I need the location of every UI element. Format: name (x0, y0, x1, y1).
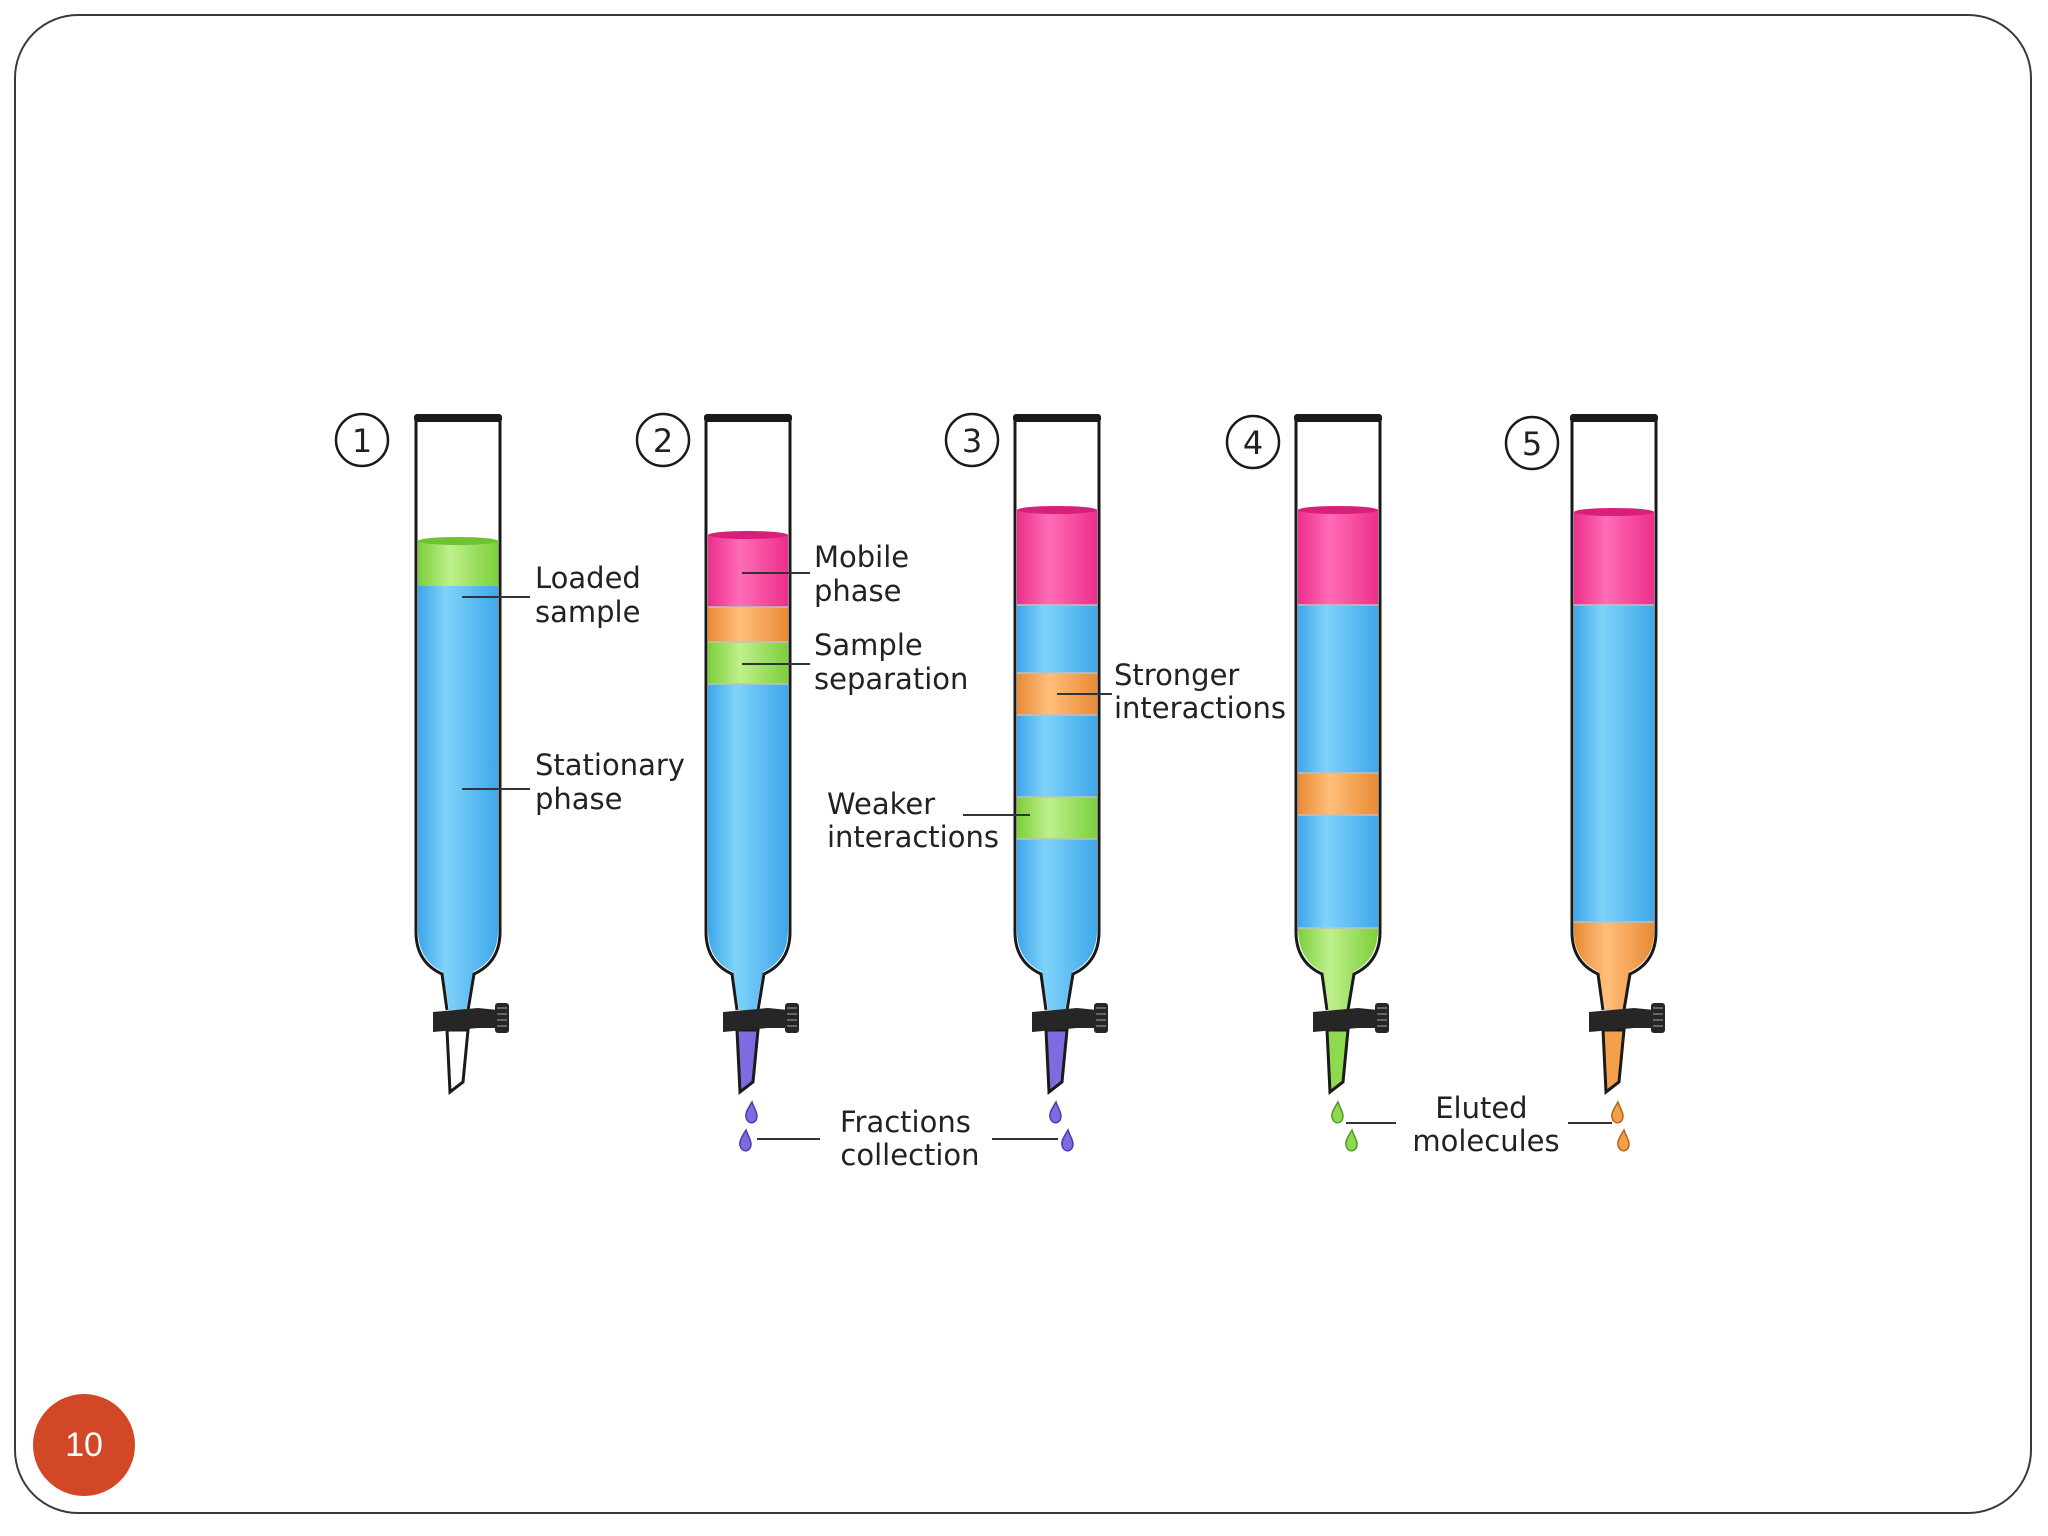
outlet-tip (1325, 1028, 1350, 1095)
mobile-phase-band (1574, 512, 1654, 605)
step-number-circle-icon: 4 (1225, 414, 1281, 470)
step-2-number: 2 (653, 422, 673, 460)
droplet-icon (1331, 1100, 1358, 1152)
column-rim (1013, 414, 1101, 422)
eluted-molecules-label: Eluted molecules (1412, 1091, 1559, 1158)
column-3: 3 Stronger interactions Weaker interacti… (827, 412, 1286, 1152)
outlet-tip (1044, 1028, 1069, 1095)
column-bottom-fill (1017, 930, 1097, 1010)
column-rim (1294, 414, 1382, 422)
stationary-phase-label: Stationary phase (535, 748, 694, 816)
orange-band (708, 607, 788, 642)
slide-number-text: 10 (65, 1425, 103, 1464)
column-outline (1570, 418, 1658, 1011)
outlet-tip (445, 1028, 470, 1095)
band-top-surface (1298, 506, 1378, 514)
eluting-orange-fill (1574, 922, 1654, 1010)
column-outline (414, 418, 502, 1011)
column-outline (1013, 418, 1101, 1011)
column-bottom-fill (708, 930, 788, 1010)
step-3-number: 3 (962, 422, 982, 460)
stronger-interactions-label: Stronger interactions (1114, 658, 1286, 725)
stationary-phase-fill (708, 680, 788, 930)
fractions-collection-label: Fractions collection (840, 1105, 980, 1172)
stopcock-valve-icon (1313, 1003, 1389, 1033)
stopcock-valve-icon (433, 1003, 509, 1033)
column-5: 5 (1504, 414, 1665, 1152)
weaker-interactions-label: Weaker interactions (827, 787, 999, 854)
step-4-number: 4 (1243, 424, 1263, 462)
slide-number-badge: 10 (33, 1394, 135, 1496)
step-number-circle-icon: 5 (1504, 415, 1560, 471)
column-bottom-fill (418, 930, 498, 1010)
column-rim (414, 414, 502, 422)
step-5-number: 5 (1522, 425, 1542, 463)
stopcock-valve-icon (723, 1003, 799, 1033)
band-top-surface (418, 537, 498, 545)
mobile-phase-label: Mobile phase (814, 540, 918, 608)
band-top-surface (1574, 508, 1654, 516)
orange-band (1298, 773, 1378, 815)
step-number-circle-icon: 2 (635, 412, 691, 468)
green-band (1017, 797, 1097, 839)
band-top-surface (1017, 506, 1097, 514)
loaded-sample-band (418, 541, 498, 586)
column-rim (704, 414, 792, 422)
column-rim (1570, 414, 1658, 422)
stopcock-valve-icon (1032, 1003, 1108, 1033)
column-4: 4 (1225, 414, 1396, 1152)
step-1-number: 1 (352, 422, 372, 460)
mobile-phase-band (708, 535, 788, 607)
step-number-circle-icon: 3 (944, 412, 1000, 468)
eluting-green-fill (1298, 928, 1378, 1010)
band-top-surface (708, 531, 788, 539)
stationary-phase-fill (418, 580, 498, 930)
droplet-icon (1611, 1100, 1630, 1152)
column-1: 1 Loaded sample Stationary phase (334, 412, 694, 1095)
column-2: 2 Mobile phase Sample separation (635, 412, 968, 1152)
droplet-icon (739, 1100, 758, 1152)
sample-separation-label: Sample separation (814, 628, 968, 696)
mobile-phase-band (1017, 510, 1097, 605)
mobile-phase-band (1298, 510, 1378, 605)
step-number-circle-icon: 1 (334, 412, 390, 468)
outlet-tip (1601, 1028, 1626, 1095)
column-outline (1294, 418, 1382, 1011)
outlet-tip (735, 1028, 760, 1095)
droplet-icon (1049, 1100, 1074, 1152)
stopcock-valve-icon (1589, 1003, 1665, 1033)
loaded-sample-label: Loaded sample (535, 561, 650, 629)
column-outline (704, 418, 792, 1011)
